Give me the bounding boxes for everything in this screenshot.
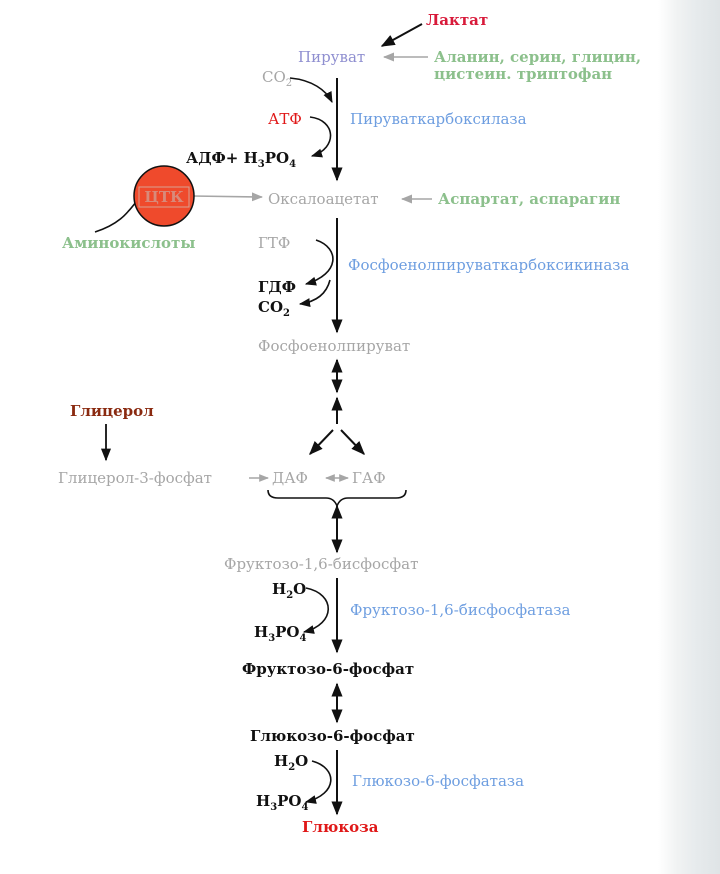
amino-acids-label: Аминокислоты [62, 234, 195, 252]
lactate-label: Лактат [426, 11, 488, 29]
co2-top-label: CO2 [262, 68, 292, 89]
glycerol-label: Глицерол [70, 402, 154, 420]
curve-atp-adp [309, 116, 332, 158]
aspartate-label: Аспартат, аспарагин [438, 190, 620, 208]
triose-brace [267, 489, 407, 509]
arrow-junction-dhap [309, 429, 334, 456]
page-edge-shadow [658, 0, 720, 874]
oxaloacetate-label: Оксалоацетат [268, 190, 379, 208]
dhap-label: ДАФ [272, 469, 308, 487]
arrow-junction-gap [340, 429, 365, 456]
gdp-label: ГДФ [258, 278, 296, 296]
glucose-label: Глюкоза [302, 818, 379, 836]
curve-h2o-h3po4-g6pase [304, 760, 332, 804]
pyruvate-label: Пируват [298, 48, 365, 66]
curve-h2o-h3po4-fbpase [302, 587, 330, 634]
pyruvate-carboxylase-label: Пируваткарбоксилаза [350, 110, 527, 128]
amino-acids-line2: цистеин. триптофан [434, 65, 612, 83]
h3po4-fbpase-label: Н3РО4 [254, 623, 307, 644]
h3po4-g6pase-label: Н3РО4 [256, 792, 309, 813]
arrow-lactate-pyruvate [380, 23, 423, 47]
amino-acids-line1: Аланин, серин, глицин, [434, 48, 641, 66]
h2o-g6pase-label: Н2О [274, 752, 308, 773]
h2o-fbpase-label: Н2О [272, 580, 306, 601]
arrow-tca-oxaloacetate [191, 192, 264, 202]
glycerol-3-phosphate-label: Глицерол-3-фосфат [58, 469, 212, 487]
pep-label: Фосфоенолпируват [258, 337, 410, 355]
gtp-label: ГТФ [258, 234, 290, 252]
f16bp-label: Фруктозо-1,6-бисфосфат [224, 555, 418, 573]
curve-co2-out [298, 279, 331, 308]
curve-gtp-gdp [304, 239, 334, 286]
gap-label: ГАФ [352, 469, 386, 487]
atp-label: АТФ [268, 110, 302, 128]
g6pase-label: Глюкозо-6-фосфатаза [352, 772, 524, 790]
tca-circle [133, 165, 195, 227]
co2-mid-label: CO2 [258, 298, 290, 319]
pepck-label: Фосфоенолпируваткарбоксикиназа [348, 256, 629, 274]
f6p-label: Фруктозо-6-фосфат [242, 660, 414, 678]
tca-label-box [138, 186, 190, 208]
curve-co2-in [289, 77, 333, 104]
fbpase-label: Фруктозо-1,6-бисфосфатаза [350, 601, 570, 619]
tca-label: ЦТК [144, 188, 184, 206]
adp-label: АДФ+ Н3РО4 [186, 149, 296, 170]
arrow-aminoacids-tca [94, 201, 137, 233]
g6p-label: Глюкозо-6-фосфат [250, 727, 415, 745]
